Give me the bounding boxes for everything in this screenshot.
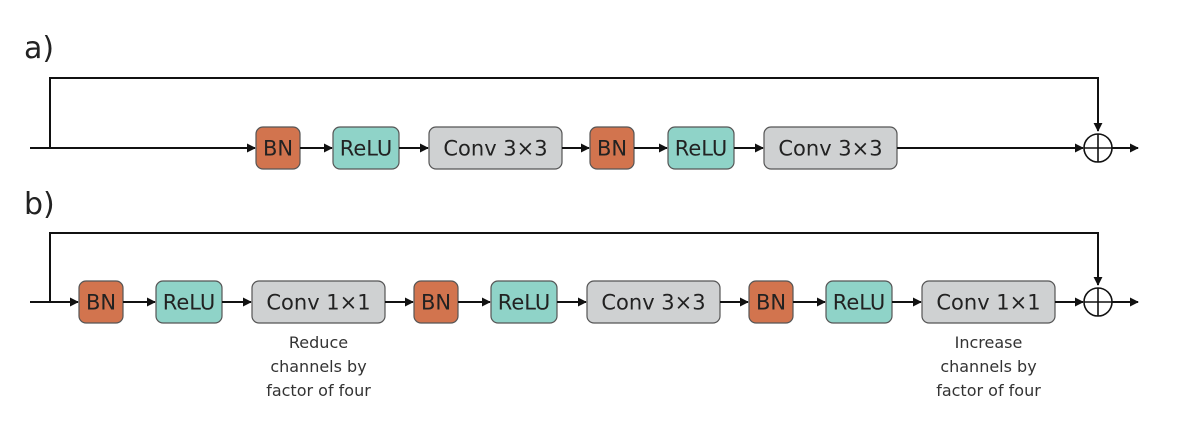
panel-a-block-label-4: ReLU: [675, 137, 728, 161]
panel-b-sum-node: [1083, 287, 1113, 317]
panel-b-block-label-3: BN: [421, 291, 451, 315]
panel-a-block-label-3: BN: [597, 137, 627, 161]
panel-b-note-1-line-0: Increase: [955, 333, 1023, 352]
panel-a-pipeline: BN ReLU Conv 3×3 BN ReLU Conv 3×3: [30, 126, 1084, 170]
panel-b-skip-connection: [49, 232, 1103, 302]
panel-b-block-label-4: ReLU: [498, 291, 551, 315]
panel-a-sum-node: [1083, 133, 1113, 163]
panel-a-block-label-5: Conv 3×3: [778, 137, 882, 161]
panel-b-block-label-7: ReLU: [833, 291, 886, 315]
panel-a-block-label-2: Conv 3×3: [443, 137, 547, 161]
panel-b-note-1-line-2: factor of four: [936, 381, 1041, 400]
panel-b-notes: Reduce channels by factor of four Increase c…: [266, 333, 1041, 400]
panel-a-block-label-0: BN: [263, 137, 293, 161]
panel-a-skip-connection: [49, 77, 1103, 148]
panel-b-note-0-line-0: Reduce: [289, 333, 348, 352]
panel-b-block-label-5: Conv 3×3: [601, 291, 705, 315]
panel-b-block-label-2: Conv 1×1: [266, 291, 370, 315]
panel-b-note-0-line-1: channels by: [270, 357, 366, 376]
panel-b-block-label-0: BN: [86, 291, 116, 315]
panel-b-block-label-6: BN: [756, 291, 786, 315]
panel-b-pipeline: BN ReLU Conv 1×1 BN ReLU Conv 3×3 BN ReLU Conv 1…: [30, 280, 1084, 324]
panel-b-block-label-1: ReLU: [163, 291, 216, 315]
panel-b-note-0-line-2: factor of four: [266, 381, 371, 400]
panel-b-label: b): [24, 187, 55, 222]
panel-a-label: a): [24, 31, 54, 66]
panel-a-block-label-1: ReLU: [340, 137, 393, 161]
panel-b-note-1-line-1: channels by: [940, 357, 1036, 376]
panel-b-block-label-8: Conv 1×1: [936, 291, 1040, 315]
